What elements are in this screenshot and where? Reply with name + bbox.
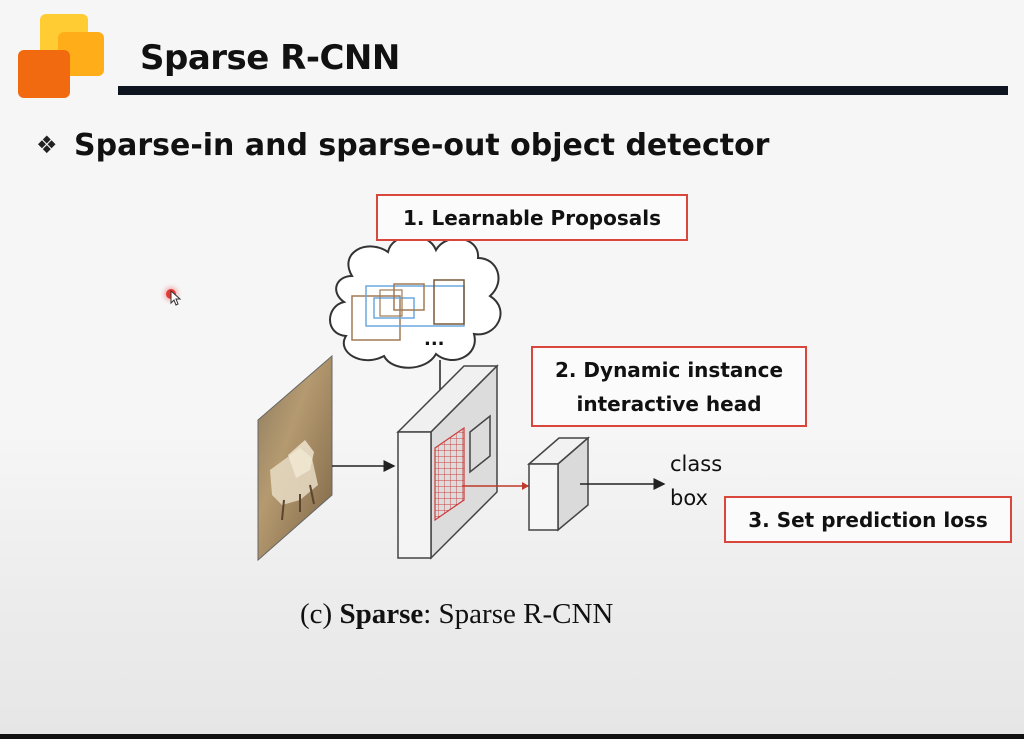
feature-map-block — [398, 366, 497, 558]
proposal-ellipsis: ... — [424, 329, 445, 350]
caption-prefix: (c) — [300, 598, 339, 630]
callout-learnable-proposals-text: 1. Learnable Proposals — [403, 201, 661, 235]
output-class-label: class — [670, 452, 722, 476]
callout-dynamic-head-line1: 2. Dynamic instance — [555, 353, 783, 387]
output-box-label: box — [670, 486, 708, 510]
caption-rest: : Sparse R-CNN — [423, 598, 613, 630]
caption-bold: Sparse — [339, 598, 423, 630]
mouse-cursor-icon — [170, 290, 182, 306]
dynamic-head-block — [529, 438, 588, 530]
callout-dynamic-instance-head: 2. Dynamic instance interactive head — [531, 346, 807, 427]
callout-learnable-proposals: 1. Learnable Proposals — [376, 194, 688, 241]
callout-set-prediction-loss: 3. Set prediction loss — [724, 496, 1012, 543]
figure-caption: (c) Sparse: Sparse R-CNN — [300, 598, 613, 631]
callout-dynamic-head-line2: interactive head — [576, 387, 761, 421]
input-image — [258, 356, 332, 560]
callout-set-prediction-loss-text: 3. Set prediction loss — [748, 503, 988, 537]
proposal-cloud: ... — [330, 236, 501, 368]
bottom-rule — [0, 734, 1024, 739]
